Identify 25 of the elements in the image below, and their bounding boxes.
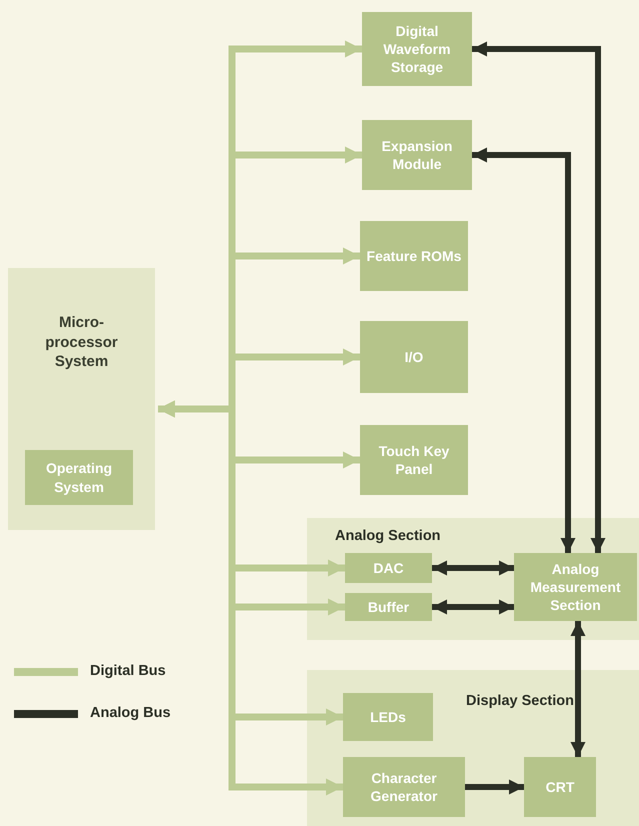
module-box: Operating System [25,450,133,505]
section-title: Analog Section [335,527,441,546]
module-box: Character Generator [343,757,465,817]
module-box: Feature ROMs [360,221,468,291]
legend-label: Analog Bus [90,705,171,721]
module-box: Digital Waveform Storage [362,12,472,86]
module-box: DAC [345,553,432,583]
section-title: Display Section [466,692,574,711]
module-box: Buffer [345,593,432,621]
module-box: Expansion Module [362,120,472,190]
analog-arrow [465,780,524,794]
analog-arrow [432,560,514,576]
analog-arrow [472,42,606,553]
module-box: CRT [524,757,596,817]
legend-label: Digital Bus [90,663,166,679]
module-box: Touch Key Panel [360,425,468,495]
analog-arrow [570,621,586,757]
analog-arrow [472,148,576,553]
system-panel: Micro-processor System Operating System [8,268,155,530]
section-band [307,670,639,826]
module-box: Analog Measurement Section [514,553,637,621]
section-band [307,518,639,640]
module-box: I/O [360,321,468,393]
analog-arrow [432,600,514,614]
module-box: LEDs [343,693,433,741]
